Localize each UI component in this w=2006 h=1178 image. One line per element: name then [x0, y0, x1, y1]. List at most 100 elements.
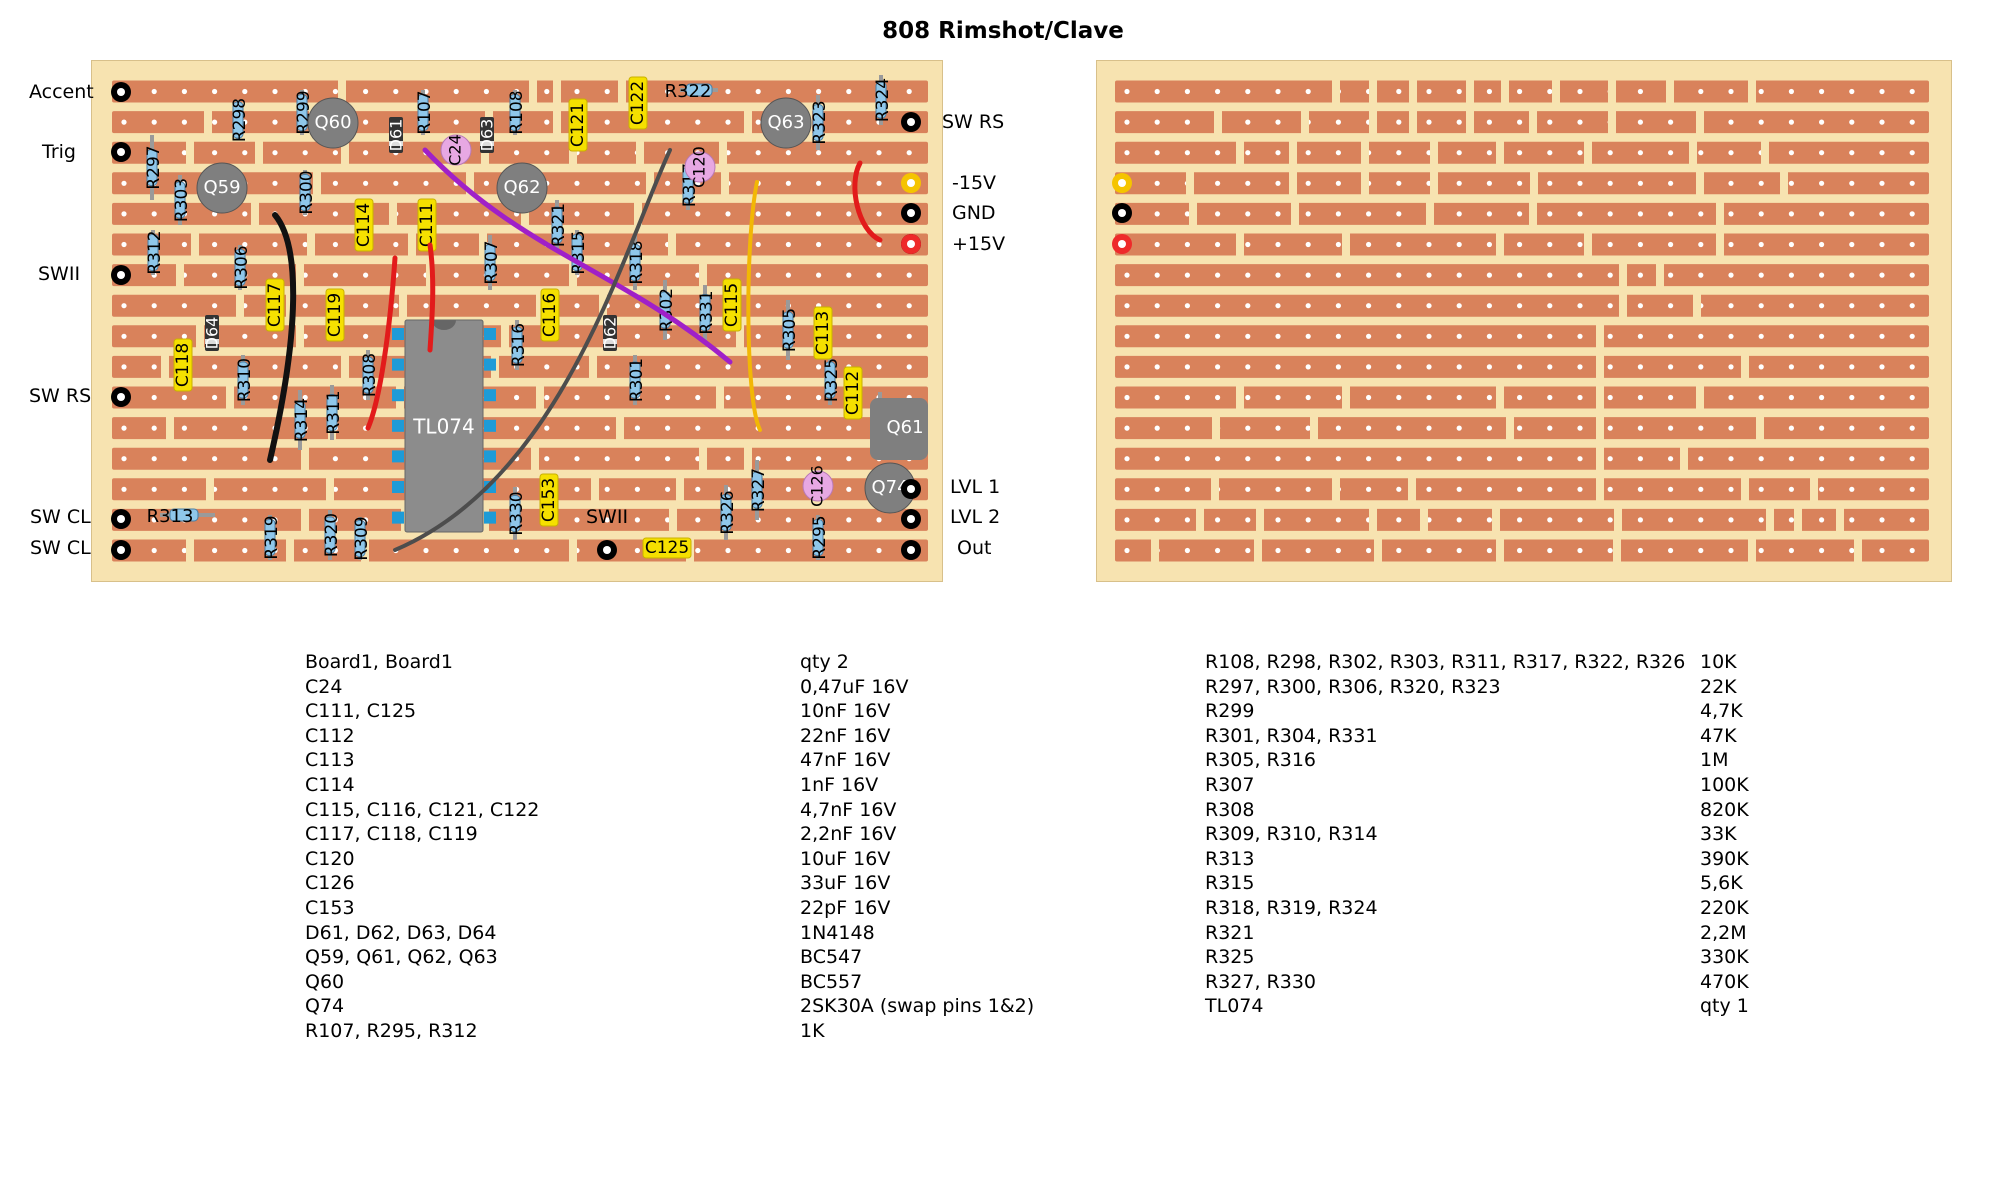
right-cut: [1369, 110, 1377, 135]
left-hole: [816, 150, 822, 156]
left-hole: [604, 394, 610, 401]
left-cut: [466, 171, 474, 196]
right-hole: [1154, 150, 1160, 156]
left-hole: [363, 88, 369, 95]
transistor-body: [870, 398, 928, 460]
right-hole: [1728, 517, 1734, 523]
right-hole: [1728, 333, 1734, 339]
right-hole: [1879, 303, 1885, 309]
ic-pin: [484, 511, 496, 524]
left-hole: [212, 394, 218, 401]
left-hole: [574, 180, 580, 186]
right-hole: [1154, 241, 1160, 248]
right-hole: [1305, 303, 1311, 309]
left-hole: [151, 547, 157, 554]
right-hole: [1486, 425, 1492, 431]
left-strip: [112, 355, 928, 378]
right-hole: [1909, 119, 1915, 125]
right-hole: [1184, 272, 1190, 278]
right-hole: [1577, 486, 1583, 492]
resistor-body: [237, 361, 249, 399]
right-hole: [1728, 241, 1734, 248]
connection-pad-hole: [117, 393, 125, 401]
resistor-body: [812, 519, 824, 556]
right-hole: [1245, 425, 1251, 431]
left-hole: [816, 394, 822, 401]
right-hole: [1305, 425, 1311, 431]
right-hole: [1305, 150, 1311, 156]
transistor-body: [307, 97, 359, 149]
right-hole: [1788, 364, 1794, 370]
capacitor-label: C126: [808, 465, 827, 507]
left-hole: [785, 241, 792, 248]
right-hole: [1305, 456, 1311, 462]
left-hole: [755, 241, 761, 248]
resistor-label: R325: [822, 358, 842, 402]
connection-pad-hole: [907, 515, 915, 523]
right-hole: [1335, 272, 1341, 278]
right-hole: [1547, 333, 1553, 339]
right-hole: [1456, 517, 1462, 523]
red-wire-2: [427, 242, 436, 353]
right-hole: [1517, 150, 1523, 156]
right-hole: [1819, 241, 1825, 248]
left-hole: [151, 425, 157, 431]
right-hole: [1275, 547, 1281, 554]
right-hole: [1879, 425, 1885, 431]
left-hole: [332, 364, 338, 370]
right-hole: [1879, 211, 1885, 217]
electrolytic-capacitor: [440, 134, 472, 166]
resistor-label: R307: [482, 240, 502, 284]
right-hole: [1215, 272, 1221, 278]
left-hole: [906, 303, 912, 309]
left-hole: [665, 272, 671, 278]
left-hole: [242, 241, 248, 248]
left-hole: [574, 303, 580, 309]
capacitor-label: C117: [265, 283, 285, 327]
left-cut: [634, 201, 642, 226]
right-hole: [1728, 180, 1734, 186]
right-hole: [1426, 119, 1432, 125]
left-hole: [423, 303, 429, 309]
right-hole: [1486, 456, 1492, 462]
left-cut: [161, 354, 169, 379]
capacitor-label: C111: [417, 203, 437, 247]
right-hole: [1788, 272, 1794, 278]
left-hole: [121, 180, 127, 186]
right-hole: [1849, 119, 1855, 125]
right-hole: [1668, 486, 1674, 492]
right-hole: [1547, 180, 1553, 186]
right-hole: [1637, 211, 1643, 217]
resistor-label: R311: [324, 390, 344, 434]
right-hole: [1547, 394, 1553, 401]
left-cut: [389, 201, 397, 226]
left-hole: [725, 88, 731, 95]
left-hole: [181, 241, 187, 248]
right-hole: [1728, 486, 1734, 492]
left-hole: [453, 119, 459, 125]
left-hole: [514, 272, 520, 278]
bom-right-value-5: 100K: [1700, 773, 1749, 796]
left-hole: [906, 364, 912, 370]
right-hole: [1245, 150, 1251, 156]
bom-right-value-0: 10K: [1700, 651, 1737, 673]
right-hole: [1879, 88, 1885, 95]
right-hole: [1517, 211, 1523, 217]
right-cut: [1289, 171, 1297, 196]
left-hole: [785, 486, 792, 492]
right-cut: [1369, 79, 1377, 104]
resistor-body: [147, 234, 159, 271]
left-hole: [725, 211, 731, 217]
right-hole: [1275, 486, 1281, 492]
right-hole: [1396, 364, 1402, 370]
bom-left-value-10: 22pF 16V: [800, 896, 891, 919]
right-hole: [1124, 303, 1130, 309]
label-sw-cl-1: SW CL: [30, 506, 91, 528]
bom-right-ref-2: R299: [1205, 700, 1255, 723]
left-hole: [665, 211, 671, 217]
bom-left-ref-3: C112: [305, 724, 355, 747]
left-cut: [408, 232, 416, 257]
right-hole: [1637, 150, 1643, 156]
